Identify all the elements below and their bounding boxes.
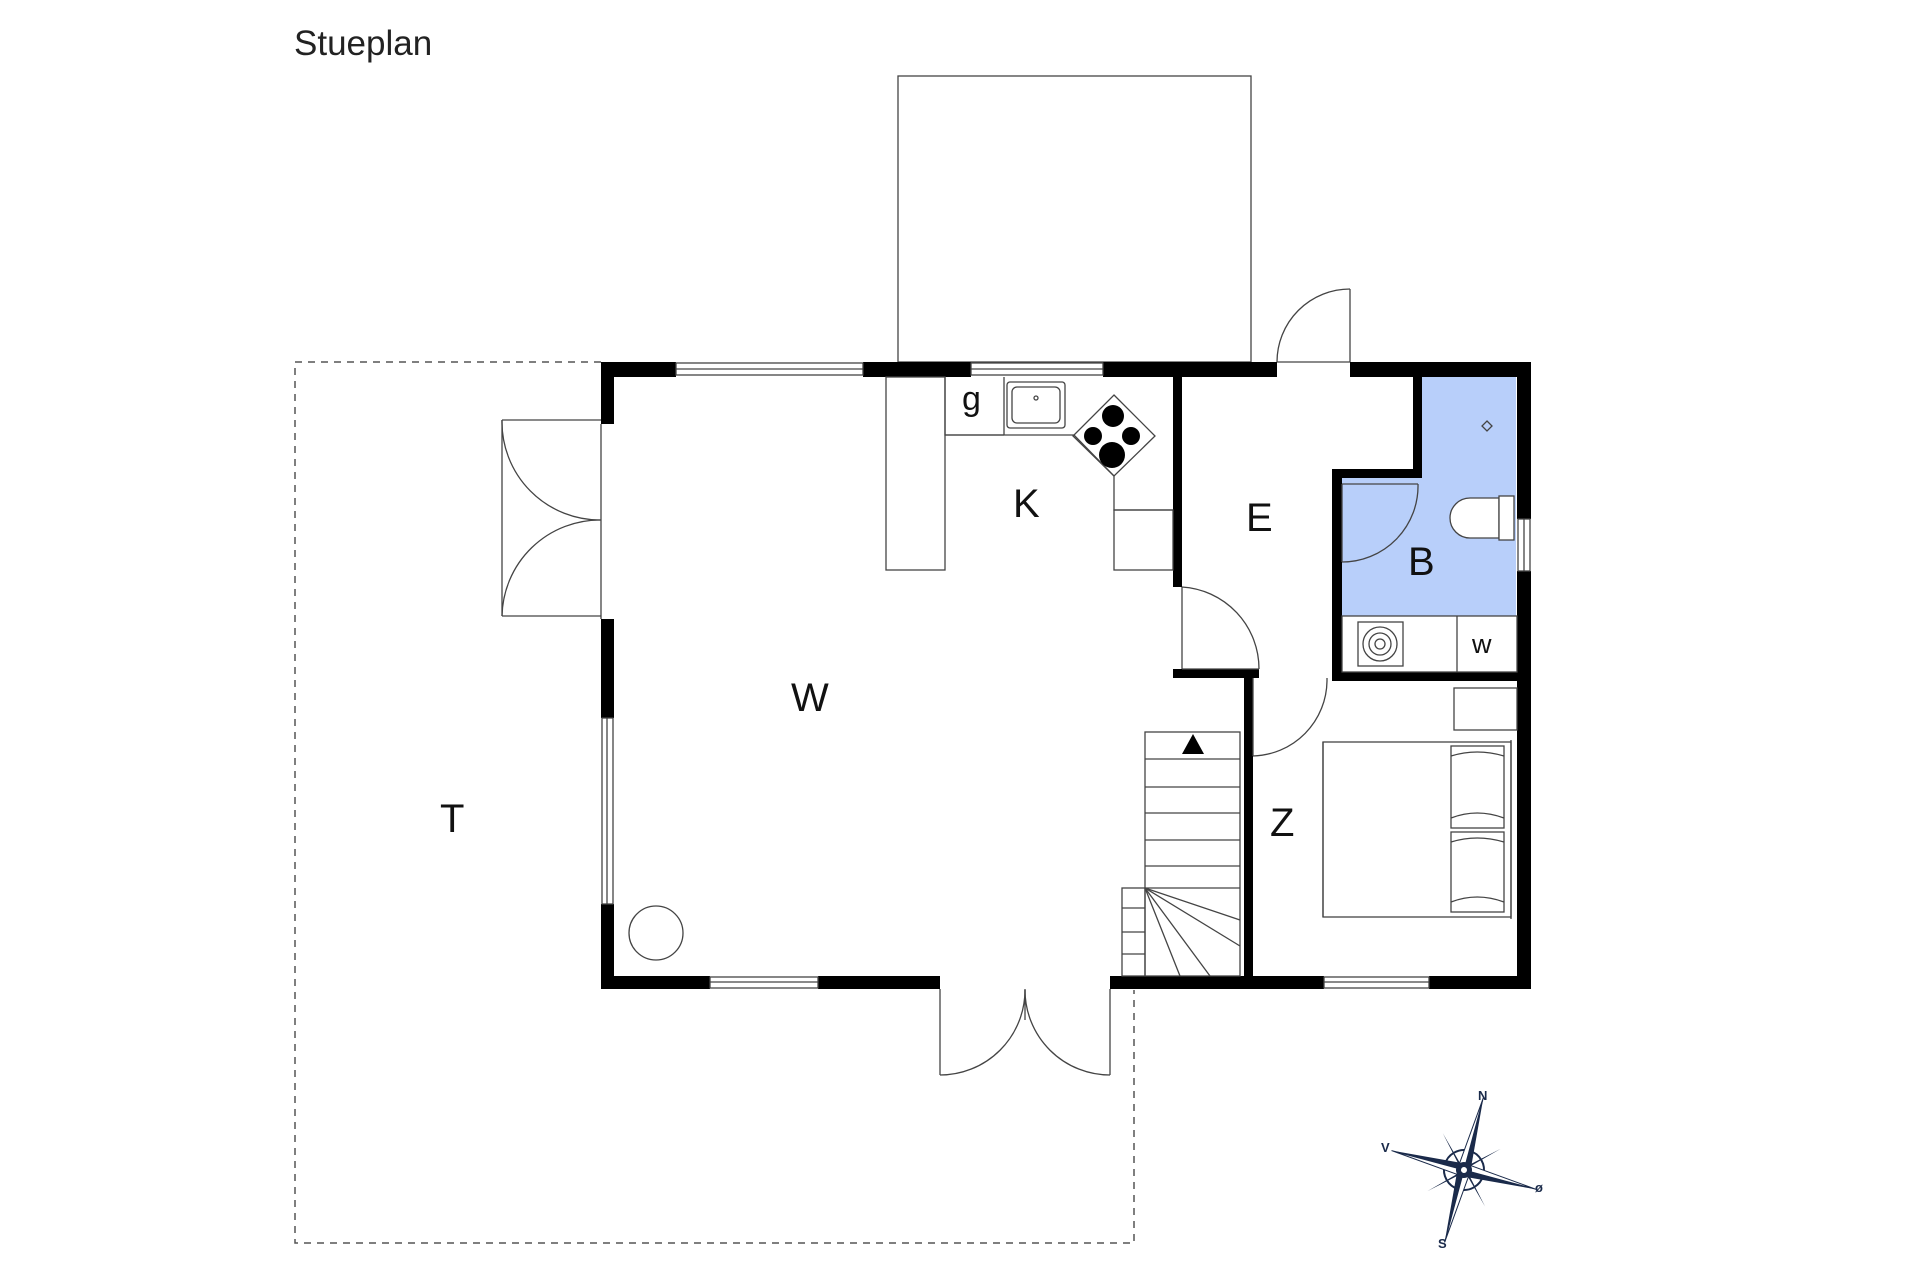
- compass-south: S: [1438, 1236, 1447, 1251]
- bedroom-furniture: [1322, 687, 1518, 919]
- bathroom-floor: [1342, 376, 1516, 616]
- compass-rose: N S V ø: [1381, 1088, 1543, 1251]
- room-label-living: W: [791, 676, 829, 720]
- room-label-terrace: T: [440, 797, 464, 841]
- compass-west: V: [1381, 1140, 1390, 1155]
- kitchen-fixtures: [885, 376, 1174, 571]
- room-label-washer: w: [1471, 629, 1492, 659]
- bathroom-fixtures: [1341, 420, 1518, 673]
- terrace-outline: [294, 361, 1135, 1244]
- windows: [601, 362, 1531, 989]
- stove-circle: [628, 905, 684, 961]
- room-label-bedroom: Z: [1270, 801, 1294, 845]
- room-label-bathroom: B: [1408, 540, 1435, 584]
- compass-north: N: [1478, 1088, 1487, 1103]
- plan-title: Stueplan: [294, 24, 433, 63]
- staircase: [1121, 731, 1241, 977]
- outer-walls: [601, 362, 1531, 989]
- room-label-entrance: E: [1246, 496, 1273, 540]
- stair-arrow: [1182, 734, 1204, 754]
- annex-outline: [897, 75, 1252, 363]
- compass-east: ø: [1535, 1180, 1543, 1195]
- doors: [501, 288, 1419, 1076]
- interior-walls: [1173, 377, 1531, 976]
- room-label-kitchen-appliance: g: [962, 380, 981, 418]
- room-label-kitchen: K: [1013, 482, 1040, 526]
